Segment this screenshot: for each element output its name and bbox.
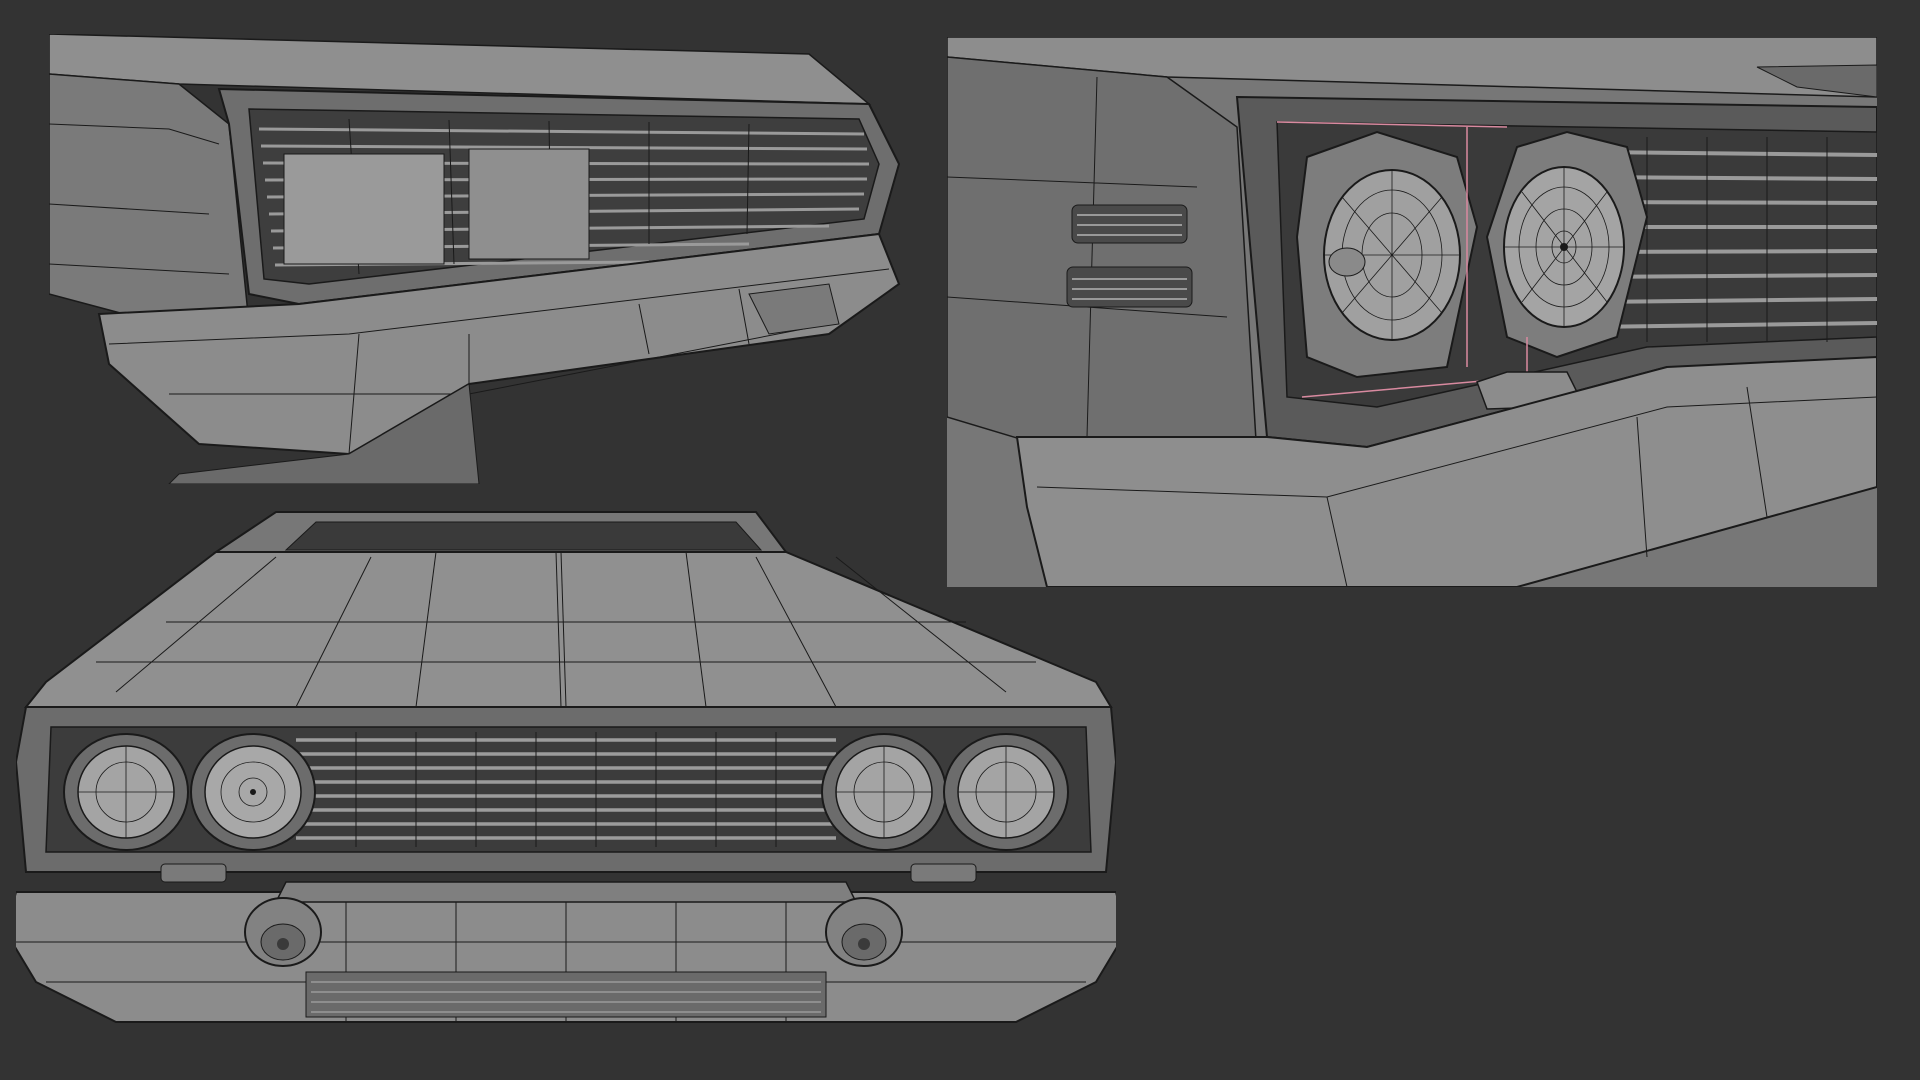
headlight (821, 733, 947, 851)
car-headlight-render (947, 37, 1877, 587)
grille-bars (296, 738, 836, 840)
car-front-render (16, 511, 1116, 1023)
headlight (943, 733, 1069, 851)
headlight-right (1485, 130, 1649, 359)
bumper-guard (825, 897, 903, 967)
hood-emblem (1756, 64, 1877, 98)
headlight (190, 733, 316, 851)
bumper-guard (244, 897, 322, 967)
headlight-left (1295, 130, 1479, 379)
front-view (16, 502, 1116, 1032)
front-three-quarter-view (49, 34, 901, 484)
headlight (63, 733, 189, 851)
side-vent (1066, 204, 1193, 308)
headlight-closeup-view (947, 37, 1877, 587)
car-grille-render (49, 34, 901, 484)
